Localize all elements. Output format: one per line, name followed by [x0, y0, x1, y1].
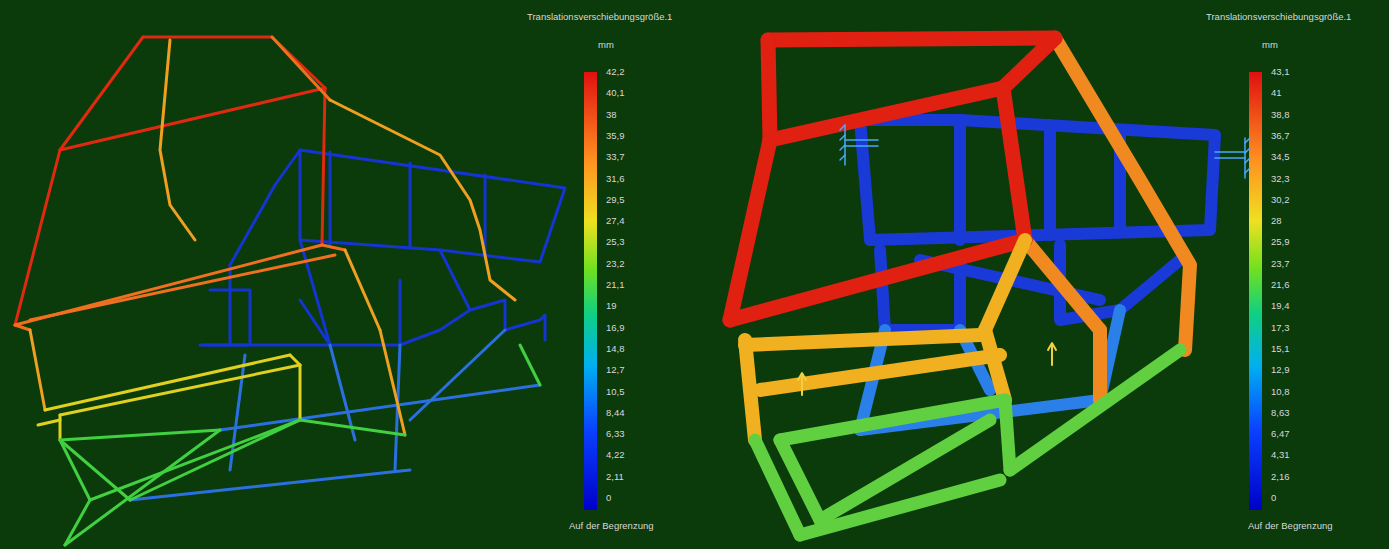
scale-value: 14,8 — [606, 344, 625, 354]
scale-value: 41 — [1271, 88, 1282, 98]
scale-value: 25,3 — [606, 237, 625, 247]
scale-value: 38 — [606, 110, 617, 120]
frame-wireframe — [15, 37, 565, 545]
scale-value: 16,9 — [606, 323, 625, 333]
scale-value: 21,1 — [606, 280, 625, 290]
scale-value: 12,7 — [606, 365, 625, 375]
scale-value: 19,4 — [1271, 301, 1290, 311]
legend-title: Translationsverschiebungsgröße.1 — [527, 12, 672, 22]
scale-value: 30,2 — [1271, 195, 1290, 205]
scale-value: 32,3 — [1271, 174, 1290, 184]
scale-value: 6,47 — [1271, 429, 1290, 439]
scale-value: 10,5 — [606, 387, 625, 397]
scale-value: 12,9 — [1271, 365, 1290, 375]
scale-value: 29,5 — [606, 195, 625, 205]
scale-value: 23,7 — [1271, 259, 1290, 269]
scale-value: 17,3 — [1271, 323, 1290, 333]
scale-value: 8,63 — [1271, 408, 1290, 418]
scale-note: Auf der Begrenzung — [1248, 521, 1333, 531]
scale-value: 25,9 — [1271, 237, 1290, 247]
scale-value: 23,2 — [606, 259, 625, 269]
legend-title: Translationsverschiebungsgröße.1 — [1206, 12, 1351, 22]
scale-value: 6,33 — [606, 429, 625, 439]
scale-value: 33,7 — [606, 152, 625, 162]
scale-value: 42,2 — [606, 67, 625, 77]
color-bar — [584, 72, 597, 510]
scale-value: 0 — [1271, 493, 1276, 503]
scale-value: 2,11 — [606, 472, 624, 482]
scale-value: 15,1 — [1271, 344, 1290, 354]
unit-label: mm — [598, 40, 614, 50]
scale-value: 2,16 — [1271, 472, 1290, 482]
scale-value: 40,1 — [606, 88, 625, 98]
scale-value: 10,8 — [1271, 387, 1290, 397]
scale-value: 35,9 — [606, 131, 625, 141]
scale-value: 34,5 — [1271, 152, 1290, 162]
scale-value: 31,6 — [606, 174, 625, 184]
scale-value: 21,6 — [1271, 280, 1290, 290]
scale-value: 4,22 — [606, 450, 625, 460]
frame-solid — [730, 38, 1250, 535]
scale-value: 0 — [606, 493, 611, 503]
scale-value: 28 — [1271, 216, 1282, 226]
scale-value: 43,1 — [1271, 67, 1290, 77]
scale-value: 19 — [606, 301, 617, 311]
scale-value: 8,44 — [606, 408, 625, 418]
scale-note: Auf der Begrenzung — [569, 521, 654, 531]
unit-label: mm — [1262, 40, 1278, 50]
color-bar — [1249, 72, 1262, 510]
scale-value: 36,7 — [1271, 131, 1290, 141]
scale-value: 4,31 — [1271, 450, 1290, 460]
scale-value: 27,4 — [606, 216, 625, 226]
scale-value: 38,8 — [1271, 110, 1290, 120]
